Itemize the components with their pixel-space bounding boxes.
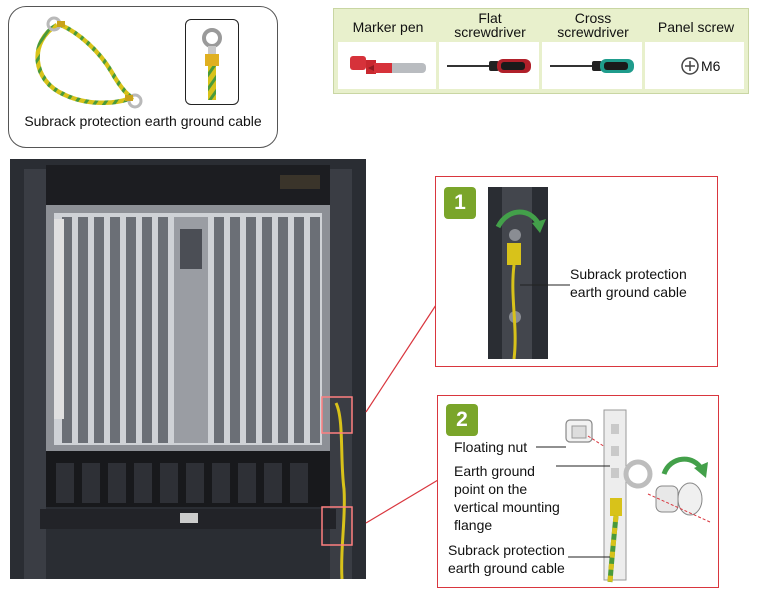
- floating-nut-label: Floating nut: [454, 439, 528, 455]
- earth-point-label-line4: flange: [454, 517, 493, 533]
- tool-header-marker-pen: Marker pen: [352, 19, 424, 35]
- ground-cable-caption: Subrack protection earth ground cable: [24, 113, 262, 129]
- step-1-leader-line: [520, 284, 570, 286]
- tool-cell-panel-screw: M6: [645, 42, 744, 89]
- marker-pen-icon: [350, 56, 426, 74]
- tool-header-flat-screwdriver-line1: Flat: [478, 10, 502, 26]
- ground-cable-panel: Subrack protection earth ground cable: [8, 6, 278, 148]
- floating-nut-icon: [565, 419, 593, 443]
- tool-header-panel-screw: Panel screw: [657, 19, 735, 35]
- earth-point-label-line1: Earth ground: [454, 463, 535, 479]
- panel-screw-size: M6: [701, 58, 721, 74]
- earth-point-label-line3: vertical mounting: [454, 499, 560, 515]
- tool-header-cross-screwdriver-line1: Cross: [574, 10, 612, 26]
- tool-cell-marker-pen: [338, 42, 436, 89]
- cable-lug-image: [202, 28, 222, 100]
- step-1-label-line1: Subrack protection: [570, 266, 687, 282]
- ground-cable-coil-image: [35, 16, 143, 109]
- earth-point-highlight-lower: [321, 506, 353, 546]
- ground-lug-closeup-frame: [185, 19, 239, 105]
- step-2-closeup-image: [536, 409, 711, 583]
- step-1-callout: 1 Subrack protection earth ground cable: [435, 176, 718, 367]
- panel-screw-icon: [681, 57, 699, 75]
- subrack-installation-photo: [10, 159, 366, 579]
- cross-screwdriver-icon: [550, 59, 634, 73]
- tool-header-cross-screwdriver-line2: screwdriver: [557, 24, 629, 40]
- step-1-label-line2: earth ground cable: [570, 284, 687, 300]
- step-2-cable-label-line2: earth ground cable: [448, 560, 565, 576]
- step-2-callout: 2 Floating nut Earth ground: [437, 395, 719, 588]
- step-2-cable-label-line1: Subrack protection: [448, 542, 565, 558]
- flat-screwdriver-icon: [447, 59, 531, 73]
- earth-point-label-line2: point on the: [454, 481, 528, 497]
- panel-screw-illustration: [655, 482, 703, 516]
- step-1-closeup-image: [488, 187, 548, 359]
- tools-table: Marker pen Flat screwdriver Cross screwd…: [333, 8, 749, 94]
- tighten-arrow-icon: [661, 456, 705, 476]
- tool-cell-cross-screwdriver: [542, 42, 642, 89]
- step-2-badge: 2: [446, 404, 478, 436]
- tool-header-flat-screwdriver-line2: screwdriver: [454, 24, 526, 40]
- earth-point-highlight-upper: [321, 396, 353, 434]
- tool-cell-flat-screwdriver: [439, 42, 539, 89]
- step-1-badge: 1: [444, 187, 476, 219]
